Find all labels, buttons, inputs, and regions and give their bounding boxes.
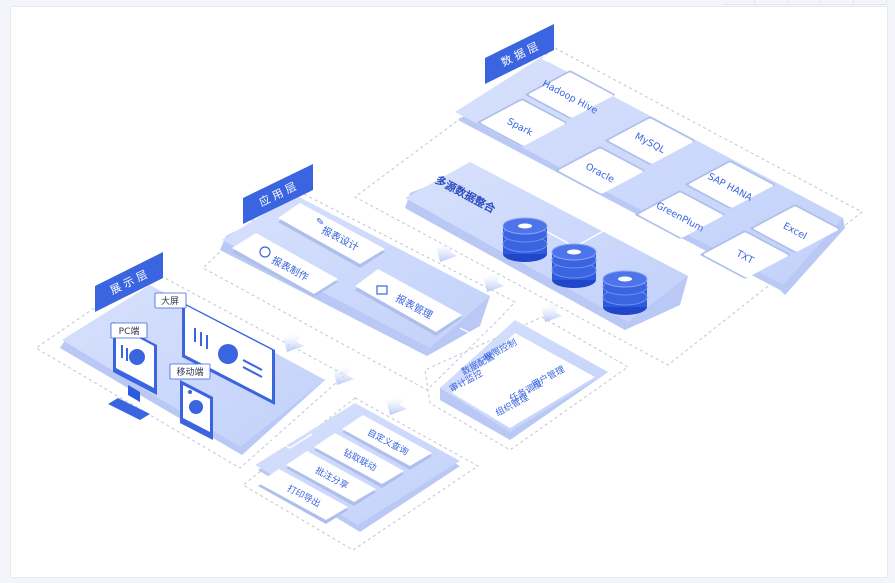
- mobile-label: 移动端: [169, 363, 211, 380]
- pc-label: PC端: [110, 322, 148, 339]
- data-source-cards: Hadoop Hive Spark MySQL Oracle SAP HANA: [477, 70, 840, 279]
- display-function-annotate-share: 批注分享: [286, 451, 376, 506]
- arrow-integration-to-functions: [541, 300, 562, 322]
- app-functions-region: [424, 316, 629, 451]
- source-card-greenplum: [635, 190, 725, 239]
- display-function-drill-link: 钻取联动: [314, 433, 404, 488]
- source-card-excel: [750, 204, 840, 253]
- arrow-data-to-app-functions: [483, 270, 504, 292]
- arrow-app-to-display: [283, 330, 304, 352]
- display-function-print-export: 打印导出: [258, 469, 348, 524]
- mobile-device: [180, 380, 213, 440]
- svg-text:移动端: 移动端: [176, 366, 203, 378]
- report-management-icon: [376, 285, 388, 295]
- pc-monitor-device: [108, 322, 157, 420]
- app-module-report-management: 报表管理: [355, 269, 462, 336]
- source-card-sap-hana: [685, 160, 775, 209]
- corner-grid-decoration: [722, 0, 887, 5]
- svg-text:PC端: PC端: [119, 325, 140, 337]
- big-screen-label: 大屏: [154, 292, 187, 309]
- source-card-txt: [700, 230, 790, 279]
- flow-arrows: [283, 240, 562, 415]
- display-function-custom-query: 自定义查询: [342, 415, 432, 470]
- database-icon: [602, 270, 648, 315]
- arrow-app-to-display-2: [333, 363, 354, 385]
- report-design-icon: ✎: [316, 217, 324, 228]
- data-layer-region: [354, 47, 863, 366]
- arrow-data-to-app: [436, 240, 457, 262]
- source-card-spark: [477, 98, 567, 147]
- arrow-app-to-display-functions: [386, 393, 407, 415]
- source-card-mysql: [605, 116, 695, 165]
- display-layer-region: [35, 269, 346, 469]
- big-screen-device: [182, 302, 275, 405]
- app-module-report-making: 报表制作: [232, 233, 338, 297]
- database-icon: [502, 217, 548, 262]
- app-layer-region: [202, 185, 516, 391]
- source-card-oracle: [555, 146, 645, 195]
- database-icon: [551, 243, 597, 288]
- report-making-icon: [259, 246, 271, 258]
- source-card-hadoop-hive: [525, 70, 615, 119]
- svg-text:大屏: 大屏: [161, 295, 179, 307]
- app-module-report-design: ✎ 报表设计: [278, 203, 385, 268]
